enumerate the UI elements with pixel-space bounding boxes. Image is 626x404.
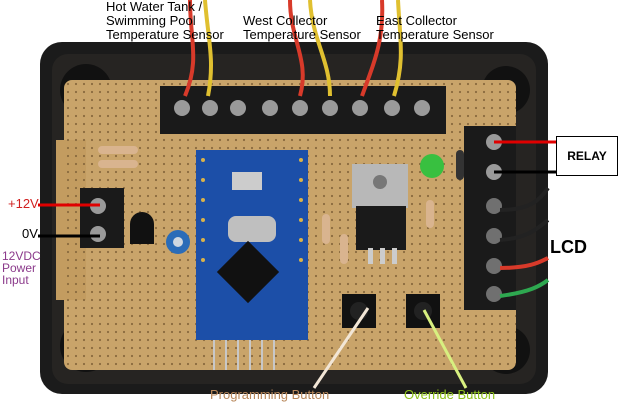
lcd-label: LCD [550, 237, 587, 257]
power-input-label: 12VDC Power Input [2, 249, 41, 287]
east-collector-sensor-label: East Collector Temperature Sensor [376, 13, 494, 42]
capacitor [166, 230, 190, 254]
sensor-terminal-block [160, 86, 446, 134]
plus-12v-label: +12V [8, 196, 39, 211]
green-led [420, 154, 444, 178]
resistors [98, 146, 464, 264]
transistor [130, 212, 154, 244]
arduino-pro-mini [196, 150, 308, 340]
annotation-arrows [38, 140, 556, 389]
sensor-wires [183, 0, 403, 97]
power-terminal [80, 188, 124, 248]
programming-button-label: Programming Button [210, 387, 330, 402]
override-button-label: Override Button [404, 387, 496, 402]
hot-water-sensor-label: Hot Water Tank / Swimming Pool Temperatu… [106, 0, 224, 42]
relay-label: RELAY [567, 149, 607, 163]
west-collector-sensor-label: West Collector Temperature Sensor [243, 13, 361, 42]
lcd-wires [499, 186, 550, 298]
header-pins [213, 340, 275, 370]
relay-box: RELAY [556, 136, 618, 176]
zero-v-label: 0V [22, 226, 38, 241]
relay-lcd-terminal-block [464, 126, 516, 310]
voltage-regulator [352, 164, 408, 264]
